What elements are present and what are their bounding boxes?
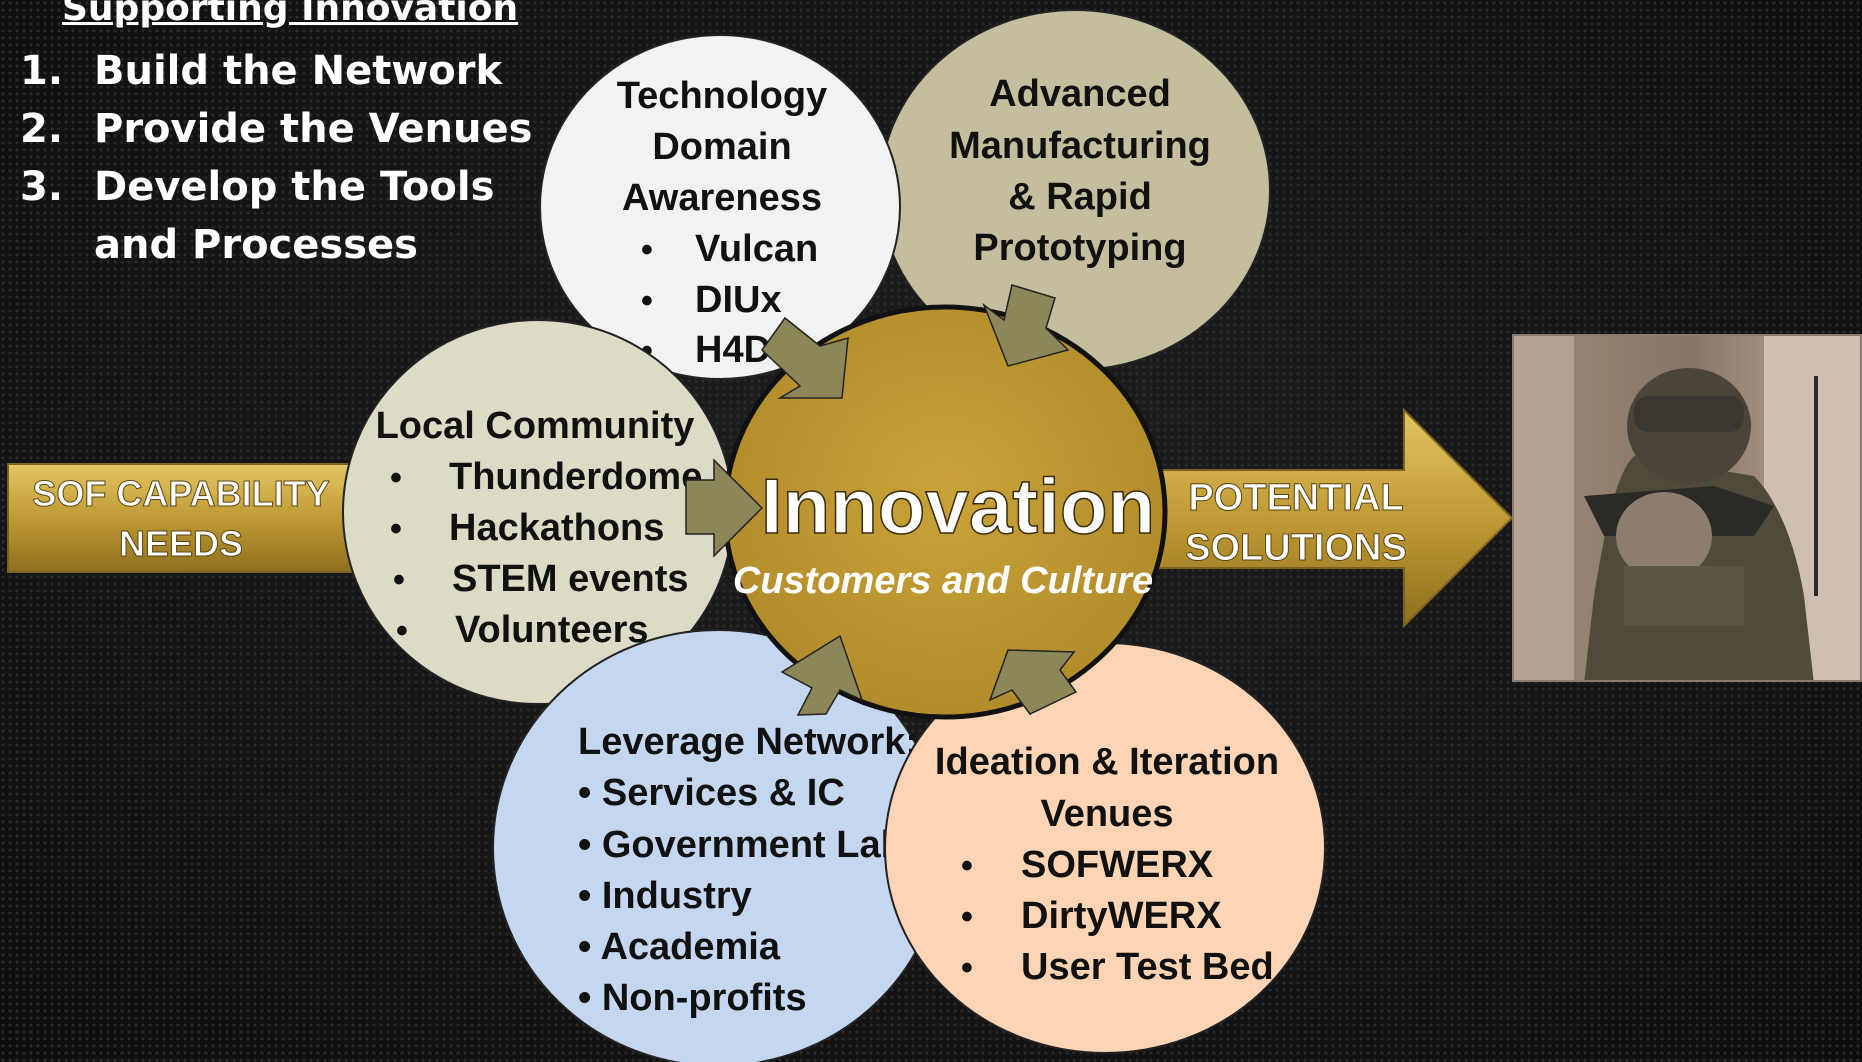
network-bullet: • Services & IC [578, 772, 845, 814]
inward-arrow-from-manufacturing [982, 284, 1070, 367]
technology-line: Technology [617, 75, 827, 117]
ideation-bullet: User Test Bed [1021, 946, 1274, 988]
technology-bullet: H4D [695, 329, 771, 371]
ideation-line: Ideation & Iteration [935, 741, 1279, 783]
output-arrow [1149, 407, 1514, 629]
inward-arrow-from-ideation [988, 649, 1078, 715]
technology-bullet-dot: • [641, 282, 653, 320]
network-bullet: • Industry [578, 875, 752, 917]
inward-arrow-from-technology [761, 316, 849, 399]
innovation-subtitle: Customers and Culture [733, 560, 1153, 602]
technology-circle [539, 34, 901, 380]
community-bullet-dot: • [390, 459, 402, 497]
manufacturing-line: Advanced [989, 73, 1171, 115]
community-bullet: Thunderdome [449, 456, 702, 498]
technology-bullet-dot: • [641, 231, 653, 269]
inward-arrow-from-community [685, 458, 764, 558]
community-bullet: STEM events [452, 558, 689, 600]
soldier-photo [1512, 334, 1862, 682]
supporting-innovation-list: 1.Build the Network 2.Provide the Venues… [20, 42, 560, 274]
ideation-bullet-dot: • [961, 898, 973, 936]
input-arrow-label-line2: NEEDS [119, 523, 243, 564]
network-bullet: • Academia [578, 926, 781, 968]
ideation-bullet: SOFWERX [1021, 844, 1214, 886]
community-bullet-dot: • [390, 510, 402, 548]
supporting-innovation-title: Supporting Innovation [62, 0, 519, 29]
community-bullet: Volunteers [455, 609, 649, 651]
manufacturing-line: Prototyping [973, 227, 1186, 269]
technology-bullet: DIUx [695, 279, 782, 321]
list-item: 2.Provide the Venues [20, 106, 533, 152]
ideation-bullet: DirtyWERX [1021, 895, 1222, 937]
technology-bullet-dot: • [641, 332, 653, 370]
soldier-image [1514, 336, 1860, 680]
community-title: Local Community [376, 405, 695, 447]
list-item: 1.Build the Network [20, 48, 503, 94]
inward-arrow-from-network [780, 634, 864, 716]
manufacturing-line: & Rapid [1008, 176, 1152, 218]
community-bullet-dot: • [393, 561, 405, 599]
list-item: 3.Develop the Tools and Processes [20, 164, 495, 268]
network-bullet: • Non-profits [578, 977, 807, 1019]
ideation-bullet-dot: • [961, 949, 973, 987]
community-bullet-dot: • [396, 612, 408, 650]
output-arrow-label-line1: POTENTIAL [1188, 477, 1403, 519]
manufacturing-line: Manufacturing [949, 125, 1211, 167]
technology-line: Domain [652, 126, 791, 168]
innovation-title: Innovation [761, 462, 1155, 550]
network-title: Leverage Network: [578, 721, 918, 763]
technology-bullet: Vulcan [695, 228, 818, 270]
output-arrow-label-line2: SOLUTIONS [1185, 527, 1407, 569]
input-arrow-label-line1: SOF CAPABILITY [32, 473, 329, 514]
technology-line: Awareness [622, 177, 822, 219]
ideation-bullet-dot: • [961, 847, 973, 885]
network-bullet: • Government Labs [578, 824, 925, 866]
community-bullet: Hackathons [449, 507, 664, 549]
ideation-line: Venues [1040, 793, 1173, 835]
